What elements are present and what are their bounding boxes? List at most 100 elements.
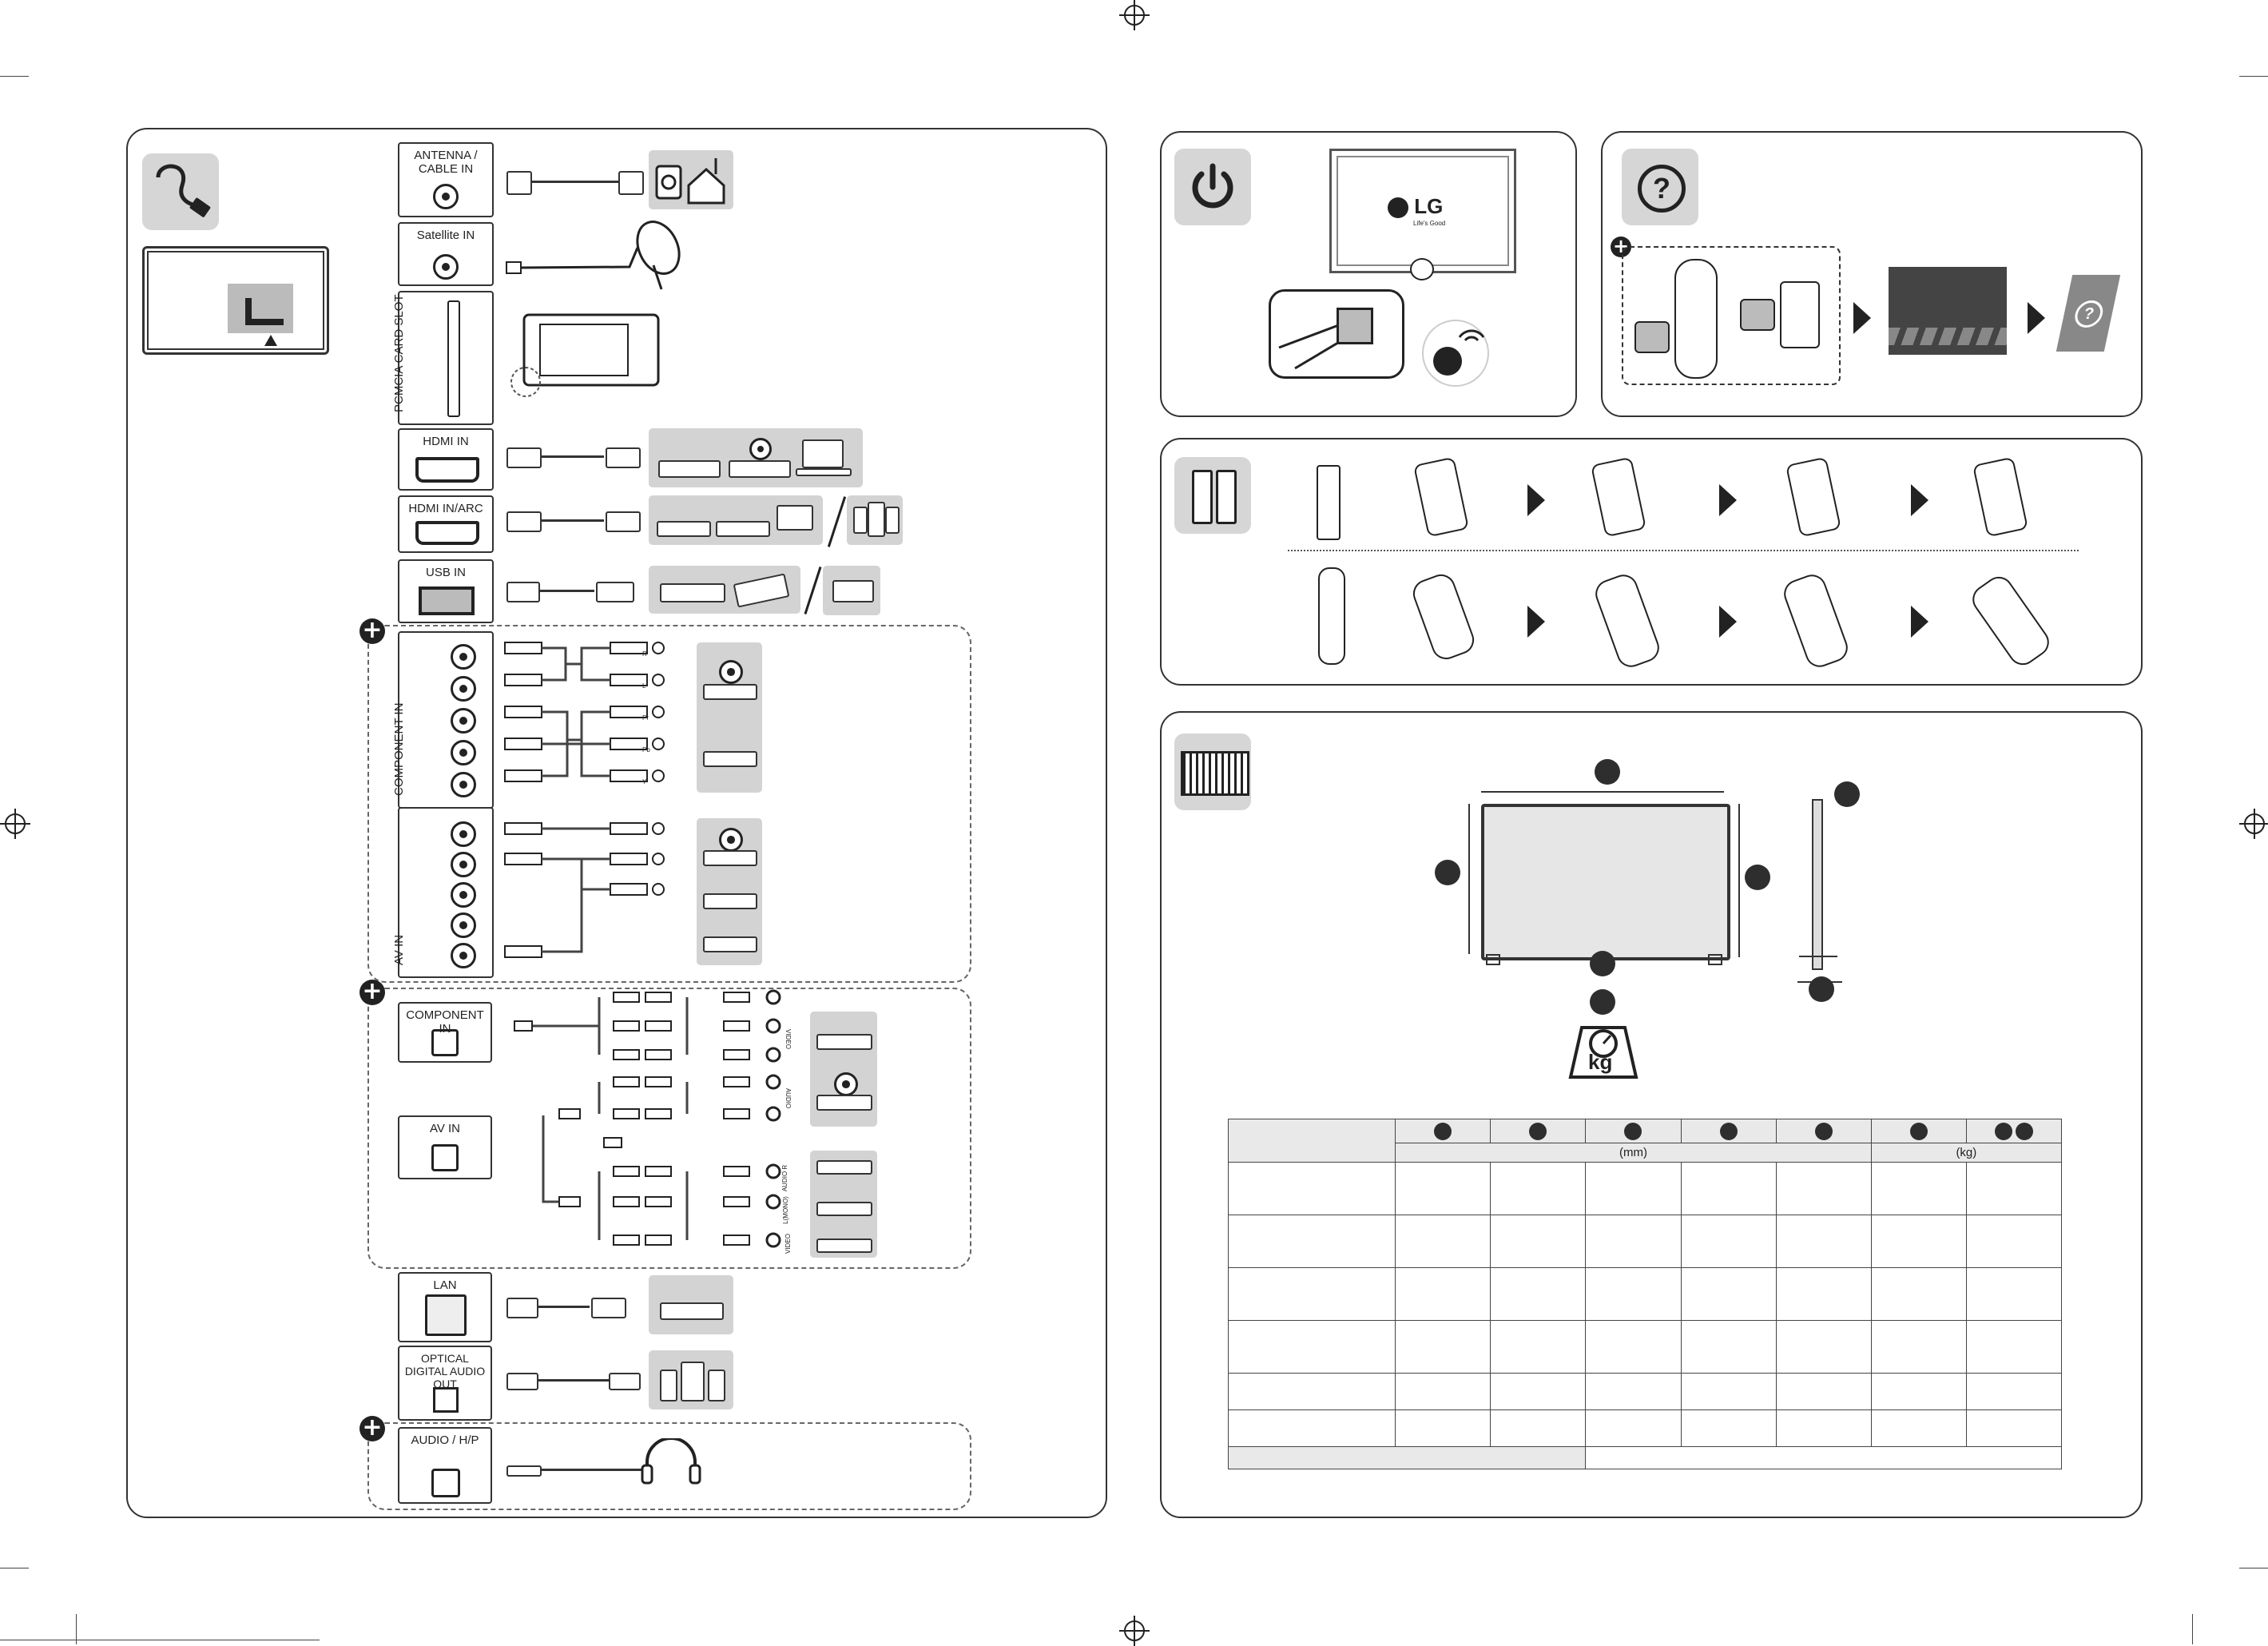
help-icon: ? <box>1638 165 1686 213</box>
arrow-right-icon <box>1527 606 1545 638</box>
registration-mark-right <box>2239 809 2268 839</box>
hdmi-plug <box>506 447 542 468</box>
crop-mark <box>2239 76 2268 77</box>
optical-port: OPTICAL DIGITAL AUDIO OUT <box>398 1346 492 1421</box>
optional-gender-cable-group <box>367 988 971 1269</box>
camcorder-icon <box>703 893 757 909</box>
standard-remote-icon <box>1780 281 1820 348</box>
vcr-icon <box>816 1160 872 1175</box>
av-jack <box>451 912 476 938</box>
remote-power-button-icon <box>1433 347 1462 376</box>
component-jack-r <box>451 644 476 670</box>
av-jack <box>451 943 476 968</box>
ruler-icon-box <box>1174 734 1251 810</box>
finger-press-icon <box>1278 322 1356 370</box>
speaker-group <box>847 495 903 545</box>
usb-plug <box>506 582 540 602</box>
dvd-player-icon <box>816 1095 872 1111</box>
satellite-label: Satellite IN <box>416 229 475 242</box>
headphone-plug <box>506 1465 542 1477</box>
optional-analog-group <box>367 625 971 983</box>
power-icon-box <box>1174 149 1251 225</box>
power-button-indicator <box>1410 258 1434 280</box>
table-row <box>1227 1373 2063 1410</box>
usb-port: USB IN <box>398 559 494 623</box>
headphones-icon <box>641 1438 701 1485</box>
help-icon-box: ? <box>1622 149 1698 225</box>
laptop-icon <box>777 505 813 531</box>
battery-icon <box>1216 470 1237 524</box>
arrow-right-icon <box>1527 484 1545 516</box>
component2-port: COMPONENT IN <box>398 1002 492 1063</box>
lg-brand: LG <box>1414 194 1444 218</box>
speaker-icon <box>681 1362 705 1401</box>
pcmcia-label: PCMCIA CARD SLOT <box>392 294 406 412</box>
table-header-model <box>1227 1119 1396 1163</box>
component-gender-socket-icon <box>431 1029 459 1056</box>
hdmi-devices-group <box>649 428 863 487</box>
dimension-badge-icon <box>1434 1122 1452 1140</box>
weight-badge <box>1590 989 1615 1015</box>
audio-hp-port: AUDIO / H/P <box>398 1427 492 1504</box>
av-cables <box>504 822 665 958</box>
coax-plug <box>506 171 532 195</box>
table-footer-row <box>1227 1446 2062 1469</box>
table-row <box>1227 1409 2063 1447</box>
lan-label: LAN <box>433 1278 457 1292</box>
arrow-right-icon <box>1853 302 1871 334</box>
lan-cable <box>537 1306 590 1308</box>
antenna-label: ANTENNA / CABLE IN <box>414 149 478 176</box>
component2-video-label: VIDEO <box>784 1029 792 1049</box>
tv-home-screen-icon <box>1889 267 2007 355</box>
home-button-icon <box>1740 299 1775 331</box>
dimensions-spec-table: (mm) (kg) <box>1227 1119 2063 1469</box>
magic-remote-icon <box>1674 259 1718 379</box>
settop-box-icon <box>703 751 757 767</box>
disc-icon <box>719 660 743 684</box>
scale-icon <box>1568 1026 1638 1079</box>
dimension-badge-f <box>1809 976 1834 1002</box>
speaker-icon <box>708 1370 725 1401</box>
usb-symbol-group <box>823 566 880 615</box>
component-jack-pb <box>451 740 476 765</box>
arrow-right-icon <box>2028 302 2045 334</box>
hdmi-port: HDMI IN <box>398 428 494 491</box>
hdmi-socket-icon <box>415 457 479 483</box>
hdmi-arc-devices-group <box>649 495 823 545</box>
av2-label: AV IN <box>429 1122 461 1135</box>
component2-audio-label: AUDIO <box>784 1087 792 1109</box>
lan-plug <box>506 1298 538 1318</box>
remote-steps-dashed-box <box>1622 246 1841 385</box>
component-devices-group <box>697 642 762 793</box>
dimension-badge-d <box>1590 951 1615 976</box>
component2-label: COMPONENT IN <box>406 1008 484 1036</box>
vcr-icon <box>703 936 757 952</box>
lg-tagline: Life's Good <box>1413 220 1446 227</box>
av-gender-socket-icon <box>431 1144 459 1171</box>
cable-icon <box>156 164 211 217</box>
tv-front-diagram: LG Life's Good <box>1329 149 1516 280</box>
table-header-cell <box>1965 1119 2063 1143</box>
router-group <box>649 1275 733 1334</box>
dimension-badge-e <box>1834 781 1860 807</box>
speaker-group <box>649 1350 733 1409</box>
dimension-badge-icon <box>1624 1122 1642 1140</box>
component-jack-l <box>451 676 476 702</box>
table-header-cell <box>1395 1119 1491 1143</box>
disc-icon <box>834 1072 858 1096</box>
gender-cables <box>514 989 781 1248</box>
weight-badge-icon <box>1994 1122 2012 1140</box>
triangle-pointer-icon <box>264 335 277 346</box>
settop-box-icon <box>658 460 721 478</box>
weight-badge-icon <box>2016 1122 2033 1140</box>
optical-plug <box>506 1373 538 1390</box>
hdmi-arc-port: HDMI IN/ARC <box>398 495 494 553</box>
usb-drive-icon <box>832 580 874 602</box>
usb-cable <box>538 590 594 592</box>
table-row <box>1227 1215 2063 1268</box>
component2-devices-group <box>810 1012 877 1127</box>
arrow-right-icon <box>1911 484 1928 516</box>
bluray-player-icon <box>716 521 770 537</box>
av-jack <box>451 821 476 847</box>
av-label: AV IN <box>392 934 406 965</box>
